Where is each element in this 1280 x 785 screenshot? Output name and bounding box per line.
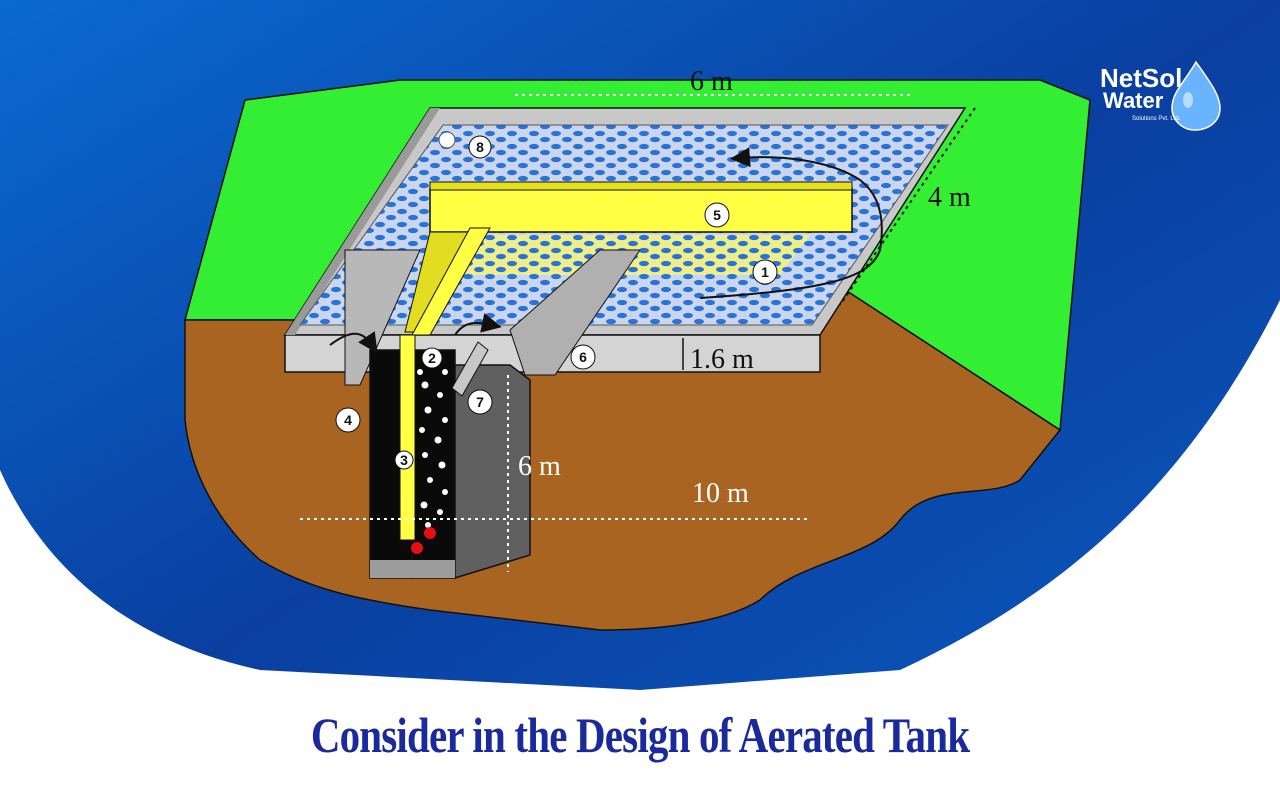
dim-line-width	[839, 107, 976, 306]
dim-width: 4 m	[928, 182, 971, 213]
svg-text:5: 5	[713, 207, 721, 223]
pipe-7	[451, 341, 489, 397]
diagram-caption: Consider in the Design of Aerated Tank	[310, 707, 970, 763]
svg-text:7: 7	[476, 394, 484, 410]
outflow-arrow	[454, 313, 502, 336]
dim-depth-shallow: 1.6 m	[690, 344, 754, 375]
inflow-arrow	[329, 331, 378, 354]
inlet-port	[438, 131, 456, 149]
red-dot-1	[424, 527, 436, 539]
callout-7: 7	[467, 389, 493, 415]
caption-band	[0, 700, 1280, 780]
background-white-swoosh	[0, 300, 1280, 780]
shaft-base	[370, 560, 455, 578]
logo-subtitle: Solutions Pvt. Ltd.	[1132, 116, 1181, 122]
downpipe-top	[411, 227, 491, 336]
svg-text:1: 1	[761, 264, 769, 280]
yellow-beam-edge	[429, 181, 853, 191]
effluent-channel	[509, 249, 641, 376]
callout-1: 1	[752, 259, 778, 285]
callout-8: 8	[468, 135, 492, 159]
svg-text:6: 6	[579, 349, 587, 365]
svg-text:8: 8	[476, 139, 484, 155]
tank-left-wall	[285, 108, 440, 335]
callout-5: 5	[704, 202, 730, 228]
shaft-bubbles	[417, 369, 448, 528]
callout-3: 3	[394, 450, 414, 470]
downpipe	[399, 334, 416, 541]
svg-text:2: 2	[428, 350, 436, 366]
dim-depth-deep: 6 m	[518, 451, 561, 482]
shaft-side	[454, 364, 531, 580]
callout-4: 4	[335, 407, 361, 433]
red-dot-2	[411, 542, 423, 554]
flow-curve-1	[699, 179, 883, 299]
callout-6: 6	[570, 344, 596, 370]
callout-2: 2	[421, 347, 443, 369]
svg-text:4: 4	[344, 412, 352, 428]
yellow-beam-top	[429, 187, 853, 233]
svg-text:3: 3	[400, 452, 408, 468]
flow-curve-top	[730, 147, 861, 181]
dim-top-length: 6 m	[690, 66, 733, 97]
dim-total-length: 10 m	[692, 478, 749, 509]
water-drop-icon	[1171, 60, 1221, 131]
logo-line1: NetSol	[1100, 63, 1183, 93]
logo-line2: Water	[1103, 88, 1164, 113]
